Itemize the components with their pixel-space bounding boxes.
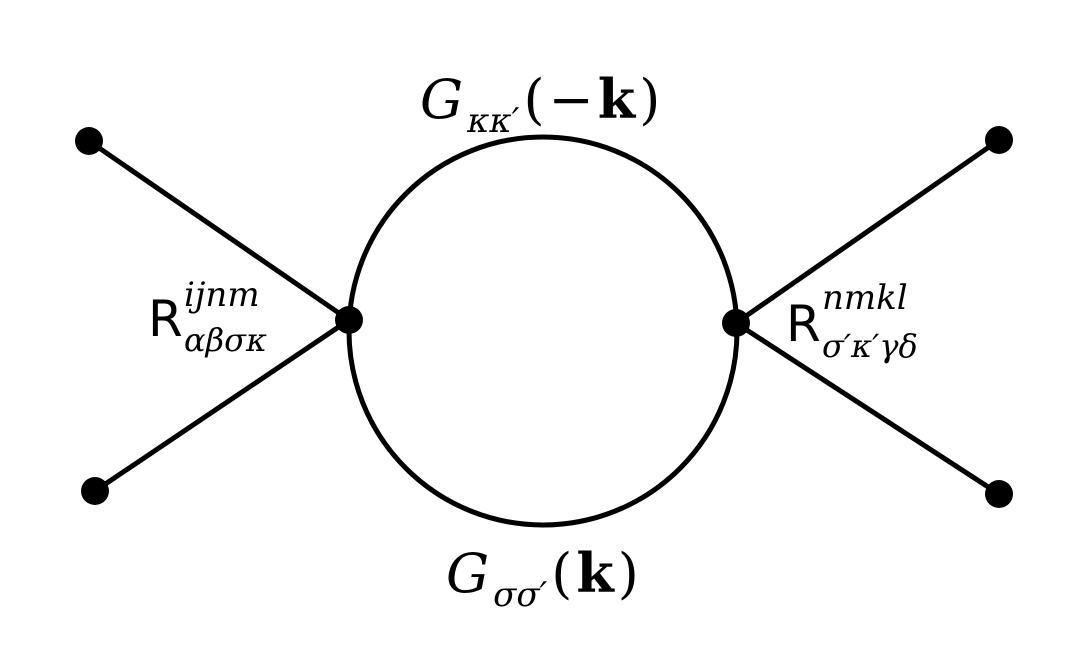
bottom-label-open-paren: ( bbox=[551, 542, 572, 605]
right-vertex bbox=[722, 309, 750, 337]
top-label-vector: k bbox=[598, 67, 637, 131]
left-vertex-subscript: αβσκ bbox=[184, 321, 267, 359]
top-propagator-label: G κκ′ ( − k ) bbox=[420, 67, 660, 141]
bottom-label-symbol: G bbox=[446, 542, 489, 605]
bottom-propagator-label: G σσ′ ( k ) bbox=[446, 541, 639, 615]
right-upper-endpoint bbox=[985, 126, 1013, 154]
top-label-open-paren: ( bbox=[523, 68, 544, 131]
right-vertex-label: R nmkl σ′κ′γδ bbox=[786, 278, 918, 365]
loop-circle bbox=[346, 134, 740, 528]
top-label-close-paren: ) bbox=[639, 68, 660, 131]
right-vertex-symbol: R bbox=[786, 295, 821, 353]
left-lower-endpoint bbox=[81, 477, 109, 505]
right-lower-endpoint bbox=[985, 480, 1013, 508]
bottom-label-subscript: σσ′ bbox=[493, 575, 547, 615]
right-upper-leg bbox=[733, 137, 1002, 326]
top-label-minus: − bbox=[549, 68, 594, 131]
bottom-label-vector: k bbox=[576, 541, 615, 605]
right-vertex-superscript: nmkl bbox=[822, 278, 908, 318]
left-vertex-symbol: R bbox=[148, 290, 183, 348]
left-vertex-superscript: ijnm bbox=[184, 275, 260, 315]
left-vertex-label: R ijnm αβσκ bbox=[148, 275, 267, 359]
top-label-subscript: κκ′ bbox=[466, 101, 520, 141]
right-vertex-subscript: σ′κ′γδ bbox=[822, 327, 918, 365]
right-lower-leg bbox=[733, 320, 1002, 497]
left-lower-leg bbox=[92, 317, 352, 494]
left-vertex bbox=[335, 306, 363, 334]
bottom-label-close-paren: ) bbox=[618, 542, 639, 605]
top-label-symbol: G bbox=[420, 68, 463, 131]
left-upper-leg bbox=[86, 138, 352, 323]
left-upper-endpoint bbox=[75, 127, 103, 155]
